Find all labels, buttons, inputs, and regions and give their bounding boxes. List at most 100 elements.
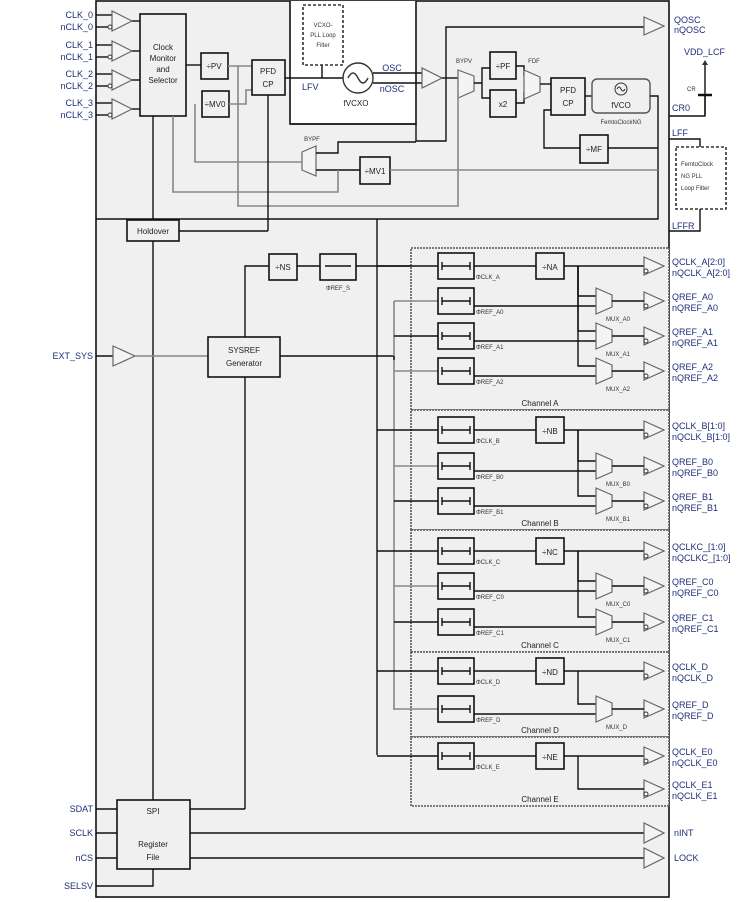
- output-pin-n: nQREF_B1: [672, 503, 718, 513]
- output-pin-n: nQCLK_A[2:0]: [672, 268, 730, 278]
- phase-label: ΦREF_C0: [476, 595, 504, 601]
- output-pin-n: nQCLK_D: [672, 673, 714, 683]
- svg-text:PFD: PFD: [260, 67, 276, 76]
- channel-label: Channel E: [521, 795, 558, 804]
- output-buffer-icon: [643, 541, 666, 561]
- svg-text:÷PF: ÷PF: [496, 62, 511, 71]
- svg-text:nQOSC: nQOSC: [674, 25, 706, 35]
- clk-input-1: CLK_1 nCLK_1: [60, 40, 140, 62]
- output-buffer-icon: [643, 420, 666, 440]
- clk-inputs: CLK_0 nCLK_0 CLK_1 nCLK_1 CLK_2 nCLK_2 C…: [60, 10, 140, 120]
- output-pin: QCLK_E0: [672, 747, 713, 757]
- output-mux: MUX_A0: [595, 287, 631, 323]
- svg-text:÷MV1: ÷MV1: [365, 167, 386, 176]
- vcxo-loop-filter: VCXO- PLL Loop Filter: [302, 4, 344, 66]
- mux-icon: [595, 695, 613, 723]
- svg-text:Holdover: Holdover: [137, 227, 169, 236]
- mux-icon: [595, 357, 613, 385]
- mux-icon: [595, 608, 613, 636]
- phase-label: ΦREF_D: [476, 718, 501, 724]
- ext-sys-buffer-icon: [112, 345, 137, 367]
- femtoclock-loop-filter: FemtoClock NG PLL Loop Filter: [675, 146, 727, 210]
- output-pin-n: nQCLK_B[1:0]: [672, 432, 730, 442]
- phase-adjust-block: ΦCLK_A: [437, 252, 500, 281]
- output-mux: MUX_B0: [595, 452, 631, 488]
- svg-text:÷NB: ÷NB: [542, 427, 558, 436]
- svg-text:FemtoClockNG: FemtoClockNG: [600, 120, 641, 126]
- svg-text:MUX_A0: MUX_A0: [606, 317, 631, 323]
- svg-text:nOSC: nOSC: [380, 84, 405, 94]
- clk-input-2: CLK_2 nCLK_2: [60, 69, 140, 91]
- output-mux: MUX_C1: [595, 608, 631, 644]
- svg-text:÷ND: ÷ND: [542, 668, 558, 677]
- spi-register-file: SPI Register File: [116, 799, 191, 870]
- svg-text:Filter: Filter: [316, 43, 329, 49]
- svg-text:OSC: OSC: [382, 63, 402, 73]
- pin-ext-sys: EXT_SYS: [52, 351, 93, 361]
- pfd-cp-vcxo: PFD CP: [251, 59, 286, 96]
- output-buffer: QCLK_B[1:0]nQCLK_B[1:0]: [643, 420, 730, 442]
- fdf-mux-icon: [523, 69, 541, 100]
- channel-label: Channel A: [522, 399, 560, 408]
- output-buffer-icon: [643, 746, 666, 766]
- svg-text:VCXO-: VCXO-: [313, 23, 332, 29]
- output-pin: QREF_C0: [672, 577, 714, 587]
- output-mux: MUX_C0: [595, 572, 631, 608]
- output-buffer-icon: [643, 661, 666, 681]
- svg-text:LOCK: LOCK: [674, 853, 699, 863]
- output-mux: MUX_A1: [595, 322, 631, 358]
- channel-divider: ÷NB: [535, 416, 565, 444]
- pin-nclk2: nCLK_2: [60, 81, 93, 91]
- svg-text:MUX_C0: MUX_C0: [606, 602, 631, 608]
- svg-text:PLL Loop: PLL Loop: [310, 33, 336, 39]
- channel-label: Channel D: [521, 726, 559, 735]
- svg-text:÷NA: ÷NA: [542, 263, 558, 272]
- output-pin: QREF_B0: [672, 457, 713, 467]
- output-buffer: QCLKC_[1:0]nQCLKC_[1:0]: [643, 541, 731, 563]
- svg-text:Generator: Generator: [226, 359, 262, 368]
- output-pin: QREF_D: [672, 700, 709, 710]
- mux-icon: [595, 287, 613, 315]
- pin-nclk3: nCLK_3: [60, 110, 93, 120]
- pin-clk2: CLK_2: [65, 69, 93, 79]
- phase-adjust-block: ΦREF_C0: [437, 572, 504, 601]
- phase-label: ΦREF_A1: [476, 345, 504, 351]
- channel-e: Channel EΦCLK_E÷NEQCLK_E0nQCLK_E0QCLK_E1…: [377, 736, 718, 807]
- svg-text:Monitor: Monitor: [150, 54, 177, 63]
- phase-label: ΦREF_A0: [476, 310, 504, 316]
- vcxo-oscillator-icon: fVCXO: [342, 62, 374, 108]
- mux-icon: [595, 487, 613, 515]
- clk-input-3: CLK_3 nCLK_3: [60, 98, 140, 120]
- clk-input-0: CLK_0 nCLK_0: [60, 10, 140, 32]
- svg-text:MUX_D: MUX_D: [606, 725, 628, 731]
- pf-divider: ÷PF: [489, 51, 517, 80]
- svg-text:CP: CP: [562, 99, 573, 108]
- mux-icon: [595, 322, 613, 350]
- output-pin-n: nQREF_A0: [672, 303, 718, 313]
- output-pin-n: nQCLK_E0: [672, 758, 718, 768]
- svg-text:Loop Filter: Loop Filter: [681, 186, 709, 192]
- svg-text:Selector: Selector: [148, 76, 178, 85]
- mv1-divider: ÷MV1: [359, 156, 391, 185]
- output-pin: QCLK_D: [672, 662, 709, 672]
- holdover-block: Holdover: [126, 219, 180, 242]
- phase-label: ΦREF_A2: [476, 380, 504, 386]
- output-pin: QCLKC_[1:0]: [672, 542, 726, 552]
- svg-text:and: and: [156, 65, 169, 74]
- output-mux: MUX_A2: [595, 357, 631, 393]
- output-buffer: QCLK_A[2:0]nQCLK_A[2:0]: [643, 256, 730, 278]
- phase-label: ΦCLK_E: [476, 765, 500, 771]
- output-pin: QCLK_B[1:0]: [672, 421, 725, 431]
- svg-text:CP: CP: [262, 80, 273, 89]
- pin-sdat: SDAT: [70, 804, 94, 814]
- qosc-buffer-icon: [643, 16, 666, 36]
- phase-adjust-block: ΦREF_A2: [437, 357, 504, 386]
- input-buffer-icon: [111, 10, 134, 32]
- svg-text:÷MV0: ÷MV0: [205, 100, 226, 109]
- svg-text:PFD: PFD: [560, 86, 576, 95]
- input-buffer-icon: [111, 69, 134, 91]
- svg-text:File: File: [147, 853, 160, 862]
- svg-text:Clock: Clock: [153, 43, 174, 52]
